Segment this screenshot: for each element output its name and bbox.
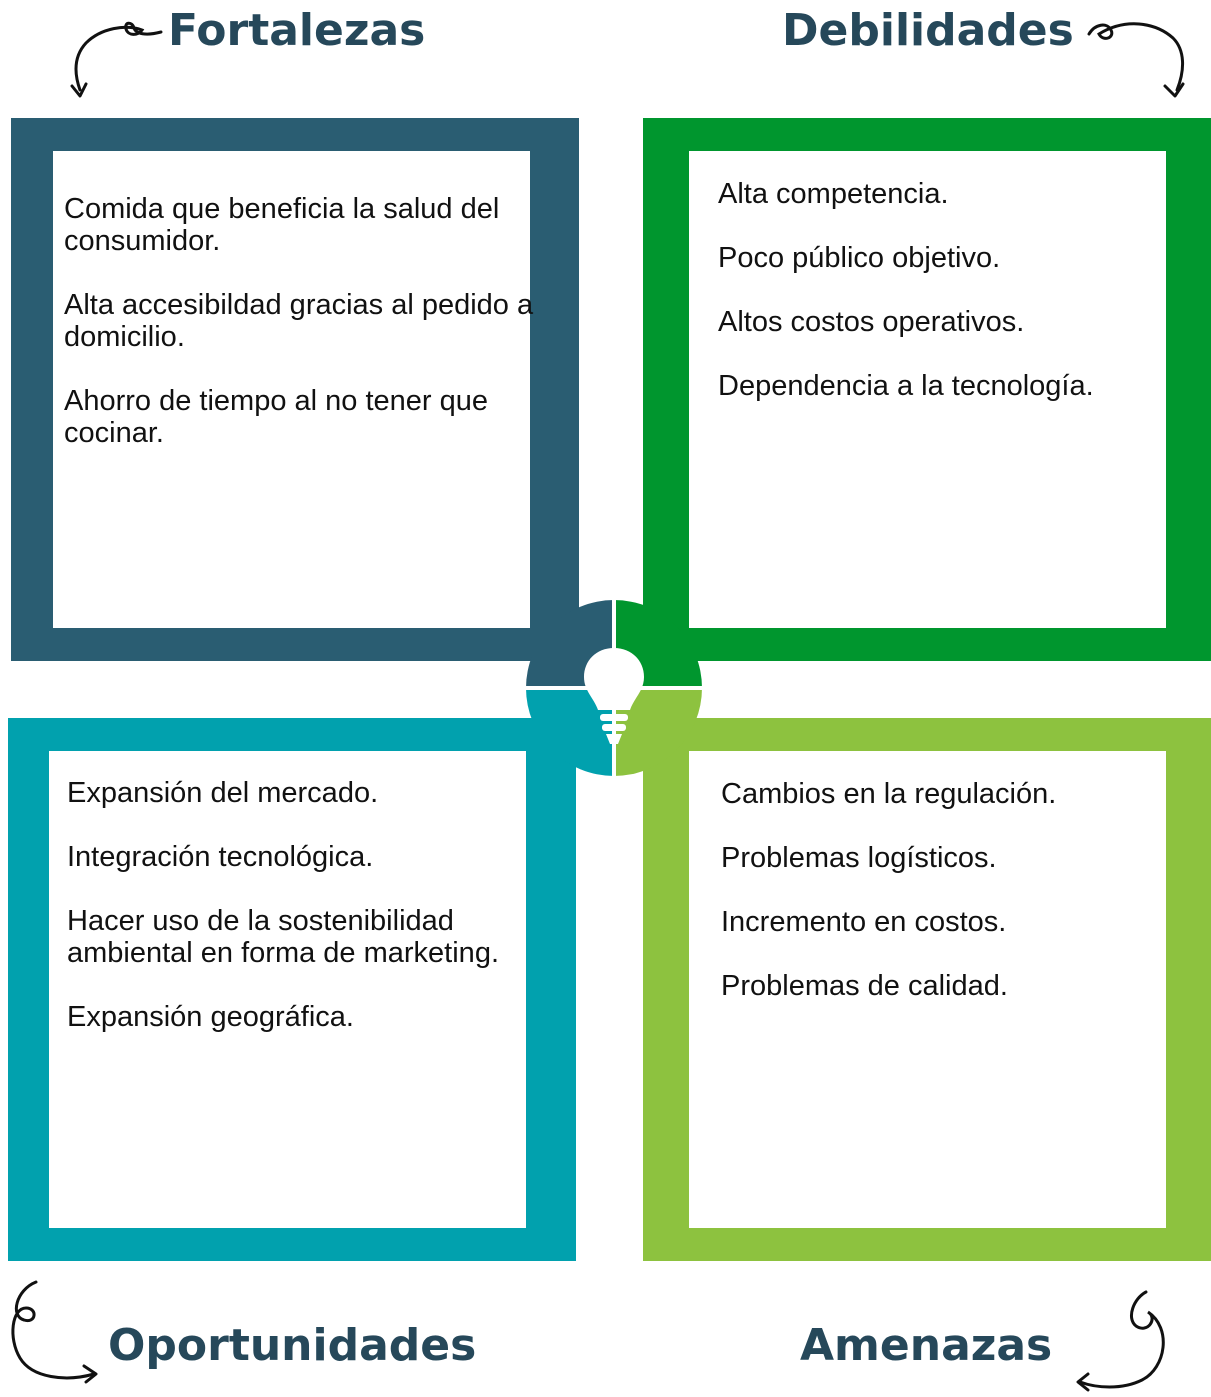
- list-item: Cambios en la regulación.: [721, 778, 1057, 810]
- oportunidades-title: Oportunidades: [108, 1320, 477, 1371]
- list-item: Expansión del mercado.: [67, 777, 379, 809]
- fortalezas-title: Fortalezas: [168, 5, 426, 56]
- debilidades-list: Alta competencia. Poco público objetivo.…: [718, 178, 1158, 434]
- list-item: Problemas logísticos.: [721, 842, 997, 874]
- amenazas-box: [689, 751, 1166, 1228]
- list-item: Expansión geográfica.: [67, 1001, 354, 1033]
- list-item: Comida que beneficia la salud del consum…: [64, 193, 500, 257]
- list-item: Problemas de calidad.: [721, 970, 1008, 1002]
- fortalezas-box: [53, 151, 530, 628]
- list-item: Alta competencia.: [718, 178, 949, 210]
- amenazas-list: Cambios en la regulación. Problemas logí…: [721, 778, 1161, 1034]
- curly-arrow-icon: [11, 1280, 98, 1384]
- list-item: Incremento en costos.: [721, 906, 1007, 938]
- list-item: Ahorro de tiempo al no tener que cocinar…: [64, 385, 488, 449]
- amenazas-title: Amenazas: [800, 1320, 1053, 1371]
- list-item: Hacer uso de la sostenibilidad ambiental…: [67, 905, 499, 969]
- list-item: Alta accesibildad gracias al pedido a do…: [64, 289, 534, 353]
- curly-arrow-icon: [1087, 22, 1185, 98]
- list-item: Dependencia a la tecnología.: [718, 370, 1094, 402]
- fortalezas-list: Comida que beneficia la salud del consum…: [64, 193, 539, 481]
- list-item: Poco público objetivo.: [718, 242, 1001, 274]
- list-item: Integración tecnológica.: [67, 841, 374, 873]
- debilidades-box: [689, 151, 1166, 628]
- curly-arrow-icon: [70, 21, 163, 98]
- list-item: Altos costos operativos.: [718, 306, 1025, 338]
- oportunidades-list: Expansión del mercado. Integración tecno…: [67, 777, 517, 1065]
- oportunidades-box: [49, 751, 526, 1228]
- debilidades-title: Debilidades: [782, 5, 1074, 56]
- curly-arrow-icon: [1076, 1290, 1165, 1392]
- lightbulb-icon: [584, 648, 644, 744]
- center-circle: [524, 598, 704, 778]
